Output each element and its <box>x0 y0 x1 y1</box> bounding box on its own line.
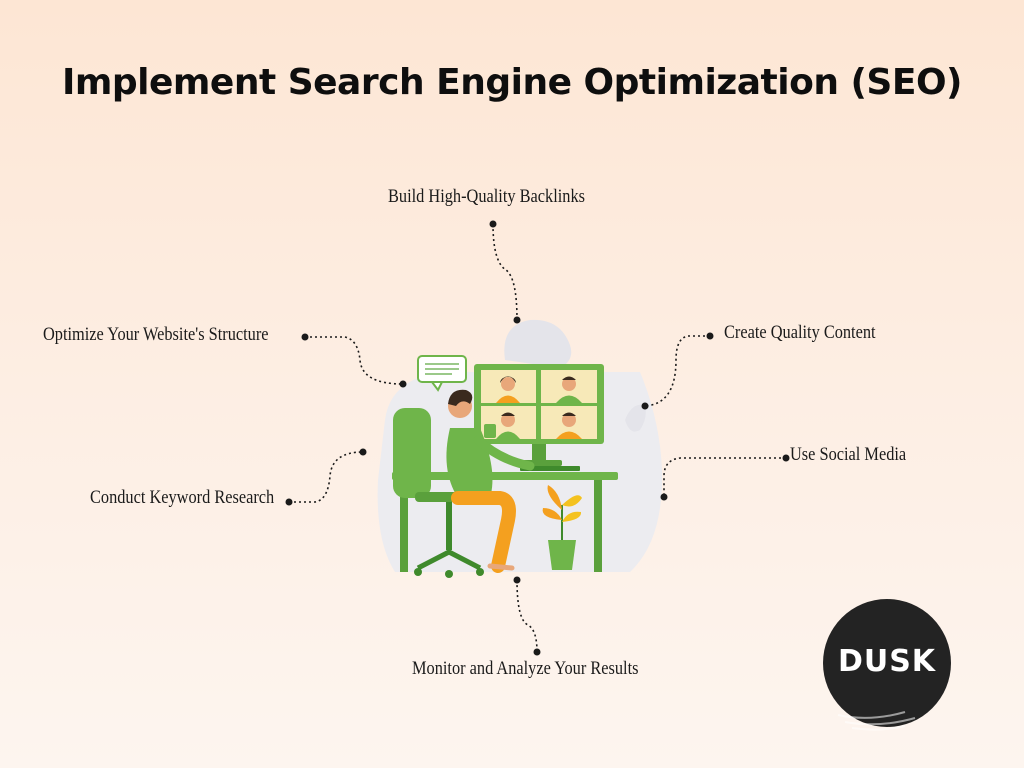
connector-dot <box>513 316 521 324</box>
connector-dot <box>533 648 541 656</box>
label-build-backlinks: Build High-Quality Backlinks <box>388 186 585 207</box>
video-participant <box>556 376 582 403</box>
background-blob-top <box>504 319 572 368</box>
potted-plant <box>542 485 582 570</box>
connector-dot <box>641 402 649 410</box>
label-social-media: Use Social Media <box>790 444 907 465</box>
connector-dot <box>489 220 497 228</box>
label-optimize-structure: Optimize Your Website's Structure <box>43 324 269 345</box>
connector-social <box>663 457 786 497</box>
connector-dot <box>399 380 407 388</box>
keyboard-icon <box>520 466 580 471</box>
connector-structure <box>305 336 404 385</box>
person-at-desk <box>446 389 535 573</box>
video-participant <box>496 376 520 403</box>
monitor-icon <box>474 364 604 466</box>
dusk-logo: DUSK <box>822 598 952 728</box>
connector-dot <box>706 332 714 340</box>
page-title: Implement Search Engine Optimization (SE… <box>61 62 963 103</box>
connector-dot <box>513 576 521 584</box>
connector-dot <box>285 498 293 506</box>
connector-content <box>644 335 710 407</box>
connector-monitor <box>516 579 538 653</box>
dusk-logo-mark <box>823 599 951 731</box>
office-chair <box>393 408 485 578</box>
connector-dot <box>782 454 790 462</box>
connector-dot <box>660 493 668 501</box>
logo-text: DUSK <box>837 644 937 679</box>
connector-dot <box>301 333 309 341</box>
label-monitor-results: Monitor and Analyze Your Results <box>412 658 639 679</box>
video-participant <box>556 412 582 439</box>
video-participant <box>496 412 520 439</box>
connector-dot <box>359 448 367 456</box>
connector-keyword <box>289 451 364 503</box>
background-blob-side <box>625 404 646 432</box>
label-quality-content: Create Quality Content <box>724 322 876 343</box>
chat-bubble-icon <box>417 355 467 392</box>
connector-backlinks <box>492 223 518 321</box>
label-keyword-research: Conduct Keyword Research <box>90 487 275 508</box>
